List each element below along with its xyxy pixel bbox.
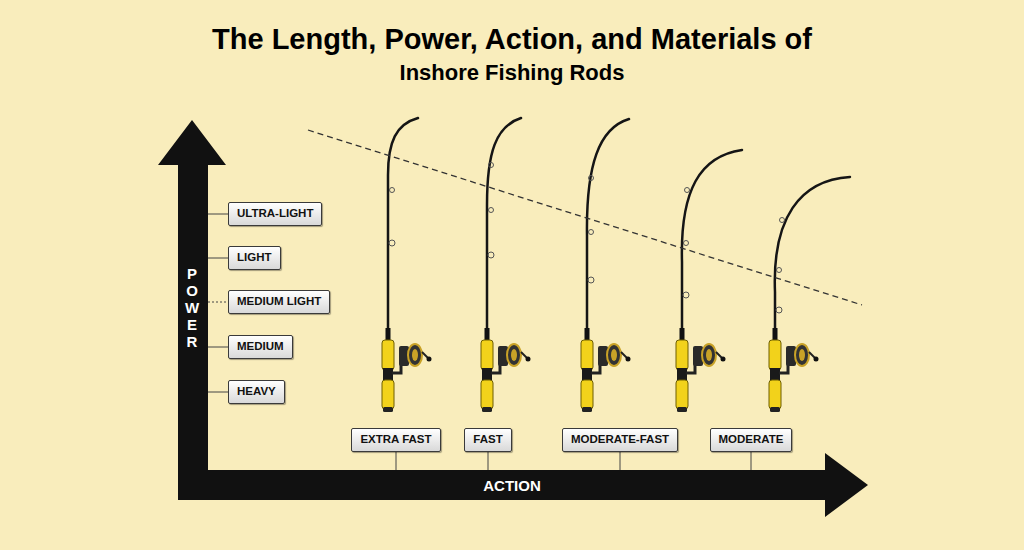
- tip-trend-line: [308, 130, 862, 305]
- rod-guide: [780, 218, 785, 223]
- box-label: EXTRA FAST: [360, 433, 431, 445]
- rod-guide: [589, 176, 594, 181]
- rod-blank: [587, 119, 629, 345]
- rod-guide: [489, 163, 494, 168]
- tick-line: [208, 302, 228, 303]
- tick-line: [751, 452, 752, 470]
- tick-line: [396, 452, 397, 470]
- box-label: MEDIUM: [237, 340, 284, 352]
- box-label: MEDIUM LIGHT: [237, 295, 321, 307]
- box-label: ULTRA-LIGHT: [237, 207, 313, 219]
- action-box: FAST: [464, 428, 511, 452]
- box-label: HEAVY: [237, 385, 276, 397]
- power-box: MEDIUM LIGHT: [228, 290, 330, 314]
- rod-guide: [389, 240, 395, 246]
- rod-blank: [388, 118, 418, 345]
- tick-line: [208, 347, 228, 348]
- box-label: FAST: [473, 433, 502, 445]
- rod-guide: [489, 208, 494, 213]
- subtitle: Inshore Fishing Rods: [0, 60, 1024, 86]
- rod-blank: [682, 150, 742, 345]
- title: The Length, Power, Action, and Materials…: [0, 22, 1024, 56]
- box-label: MODERATE: [719, 433, 784, 445]
- rod-handle-reel: [769, 328, 819, 412]
- box-label: MODERATE-FAST: [571, 433, 669, 445]
- action-box: MODERATE: [710, 428, 793, 452]
- rod-guide: [390, 188, 395, 193]
- action-box: MODERATE-FAST: [562, 428, 678, 452]
- power-box: MEDIUM: [228, 335, 293, 359]
- rod-handle-reel: [581, 328, 631, 412]
- rod-handle-reel: [382, 328, 432, 412]
- rod-guide: [589, 230, 594, 235]
- rod-handle-reel: [481, 328, 531, 412]
- rod-guide: [776, 307, 782, 313]
- rod-handle-reel: [676, 328, 726, 412]
- axis-label: ACTION: [412, 477, 612, 495]
- rod-guide: [488, 252, 494, 258]
- action-box: EXTRA FAST: [351, 428, 440, 452]
- axis-label: POWER: [184, 265, 200, 350]
- axes-arrows: [158, 120, 868, 517]
- power-box: LIGHT: [228, 246, 281, 270]
- tick-line: [208, 392, 228, 393]
- rod-guide: [777, 268, 782, 273]
- rod-blank: [487, 118, 521, 345]
- rod-blank: [775, 177, 850, 345]
- tick-line: [620, 452, 621, 470]
- rod-guide: [683, 292, 689, 298]
- rod-guide: [588, 277, 594, 283]
- tick-line: [488, 452, 489, 470]
- power-box: ULTRA-LIGHT: [228, 202, 322, 226]
- rod-guide: [685, 188, 690, 193]
- tick-line: [208, 258, 228, 259]
- box-label: LIGHT: [237, 251, 272, 263]
- tick-line: [208, 214, 228, 215]
- rod-guide: [684, 241, 689, 246]
- power-box: HEAVY: [228, 380, 285, 404]
